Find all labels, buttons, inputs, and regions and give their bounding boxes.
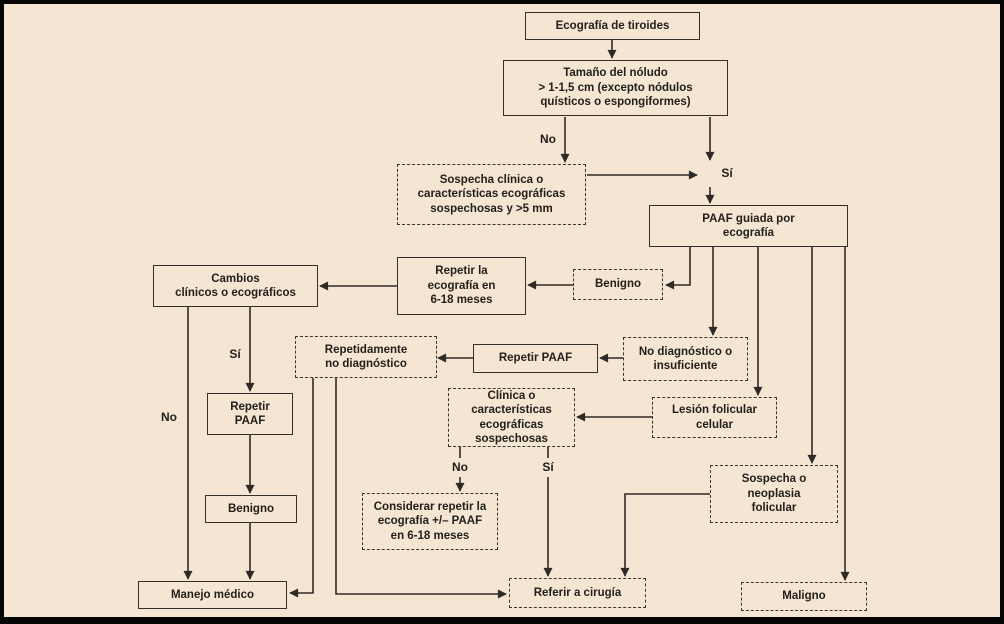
- edge-label-si-cambios: Sí: [229, 347, 241, 361]
- node-tamano-del-nodulo: Tamaño del nóludo > 1-1,5 cm (excepto nó…: [503, 60, 728, 116]
- node-repetidamente-no-dx: Repetidamente no diagnóstico: [295, 336, 437, 378]
- node-lesion-folicular: Lesión folicular celular: [652, 397, 777, 438]
- node-benigno-seguimiento: Benigno: [573, 269, 663, 300]
- node-referir-a-cirugia: Referir a cirugía: [509, 578, 646, 608]
- node-repetir-paaf: Repetir PAAF: [473, 344, 598, 373]
- node-benigno-final: Benigno: [205, 495, 297, 523]
- node-no-diagnostico: No diagnóstico o insuficiente: [623, 337, 748, 381]
- edge-label-no-cambios: No: [161, 410, 177, 424]
- node-manejo-medico: Manejo médico: [138, 581, 287, 609]
- node-cambios-clinicos: Cambios clínicos o ecográficos: [153, 265, 318, 307]
- node-repetir-paaf-2: Repetir PAAF: [207, 393, 293, 435]
- edge-label-no-clinica: No: [452, 460, 468, 474]
- node-repetir-ecografia: Repetir la ecografía en 6-18 meses: [397, 257, 526, 315]
- edge-label-si-tamano: Sí: [721, 166, 733, 180]
- node-clinica-sospechosa: Clínica o características ecográficas so…: [448, 388, 575, 447]
- edge-label-no-tamano: No: [540, 132, 556, 146]
- node-considerar-repetir: Considerar repetir la ecografía +/– PAAF…: [362, 493, 498, 550]
- node-sospecha-neoplasia: Sospecha o neoplasia folicular: [710, 465, 838, 523]
- edge-label-si-clinica: Sí: [542, 460, 554, 474]
- node-paaf-guiada: PAAF guiada por ecografía: [649, 205, 848, 247]
- node-sospecha-clinica: Sospecha clínica o características ecogr…: [397, 164, 586, 225]
- node-ecografia-de-tiroides: Ecografía de tiroides: [525, 12, 700, 40]
- node-maligno: Maligno: [741, 582, 867, 611]
